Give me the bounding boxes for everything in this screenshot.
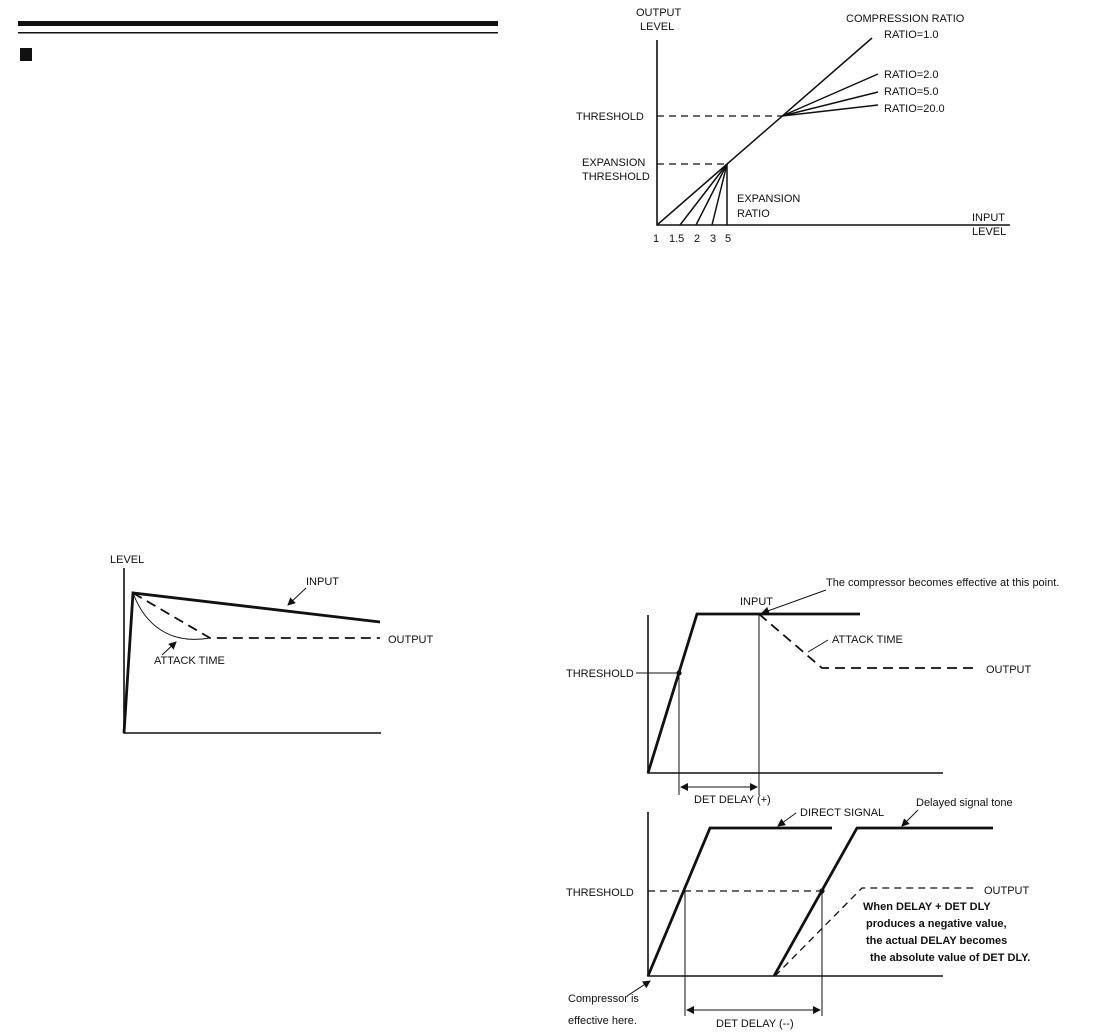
expansion-ratio-1-5-line xyxy=(679,163,728,226)
note-line-1: When DELAY + DET DLY xyxy=(863,901,991,913)
delayed-signal-line xyxy=(772,826,993,977)
ratio-1-label: RATIO=1.0 xyxy=(884,29,939,41)
note-line-2: produces a negative value, xyxy=(866,918,1007,930)
section-bullet-icon xyxy=(20,48,32,61)
expansion-threshold-label-1: EXPANSION xyxy=(582,157,645,169)
attack-time-label: ATTACK TIME xyxy=(154,655,225,667)
expansion-ratio-3-line xyxy=(711,163,728,226)
det-delay-positive-diagram: The compressor becomes effective at this… xyxy=(566,577,1059,806)
compression-ratio-diagram: OUTPUT LEVEL INPUT LEVEL THRESHOLD EXPAN… xyxy=(576,7,1010,245)
det-plus-output-label: OUTPUT xyxy=(986,664,1032,676)
det-delay-negative-diagram: DIRECT SIGNAL Delayed signal tone THRESH… xyxy=(566,797,1030,1030)
output-level-label-1: OUTPUT xyxy=(636,7,682,19)
threshold-label: THRESHOLD xyxy=(576,111,644,123)
attack-time-diagram: LEVEL INPUT OUTPUT ATTACK TIME xyxy=(110,554,434,734)
ratio-2-line xyxy=(781,73,879,117)
compressor-note-pointer xyxy=(626,980,651,997)
ratio-2-label: RATIO=2.0 xyxy=(884,69,939,81)
det-minus-output-label: OUTPUT xyxy=(984,885,1030,897)
det-plus-input-signal xyxy=(646,612,860,774)
ratio-1-line xyxy=(656,37,873,226)
direct-signal-pointer xyxy=(777,812,797,827)
attack-output-label: OUTPUT xyxy=(388,634,434,646)
expansion-tick-1: 1 xyxy=(653,233,659,245)
det-plus-delay-label: DET DELAY (+) xyxy=(694,794,771,806)
ratio-20-line xyxy=(781,104,879,117)
compressor-note-line-2: effective here. xyxy=(568,1015,637,1027)
expansion-ratio-2-line xyxy=(695,163,728,226)
output-level-label-2: LEVEL xyxy=(640,21,674,33)
input-level-label-2: LEVEL xyxy=(972,226,1006,238)
attack-output-signal xyxy=(132,592,380,639)
delayed-signal-pointer xyxy=(901,809,919,827)
level-axis-label: LEVEL xyxy=(110,554,144,566)
expansion-tick-3: 3 xyxy=(710,233,716,245)
ratio-5-line xyxy=(781,91,879,117)
expansion-ratio-label-1: EXPANSION xyxy=(737,193,800,205)
direct-signal-line xyxy=(646,826,832,977)
ratio-5-label: RATIO=5.0 xyxy=(884,86,939,98)
input-pointer-line xyxy=(287,587,307,606)
expansion-tick-5: 5 xyxy=(725,233,731,245)
det-plus-input-label: INPUT xyxy=(740,596,773,608)
expansion-tick-1-5: 1.5 xyxy=(669,233,684,245)
det-plus-output-signal xyxy=(758,613,978,669)
expansion-threshold-label-2: THRESHOLD xyxy=(582,171,650,183)
attack-time-curve xyxy=(132,592,211,640)
effective-point-pointer-line xyxy=(761,589,827,615)
det-plus-attack-pointer xyxy=(807,639,829,653)
det-minus-threshold-label: THRESHOLD xyxy=(566,887,634,899)
ratio-20-label: RATIO=20.0 xyxy=(884,103,945,115)
attack-axes xyxy=(123,568,381,734)
attack-time-pointer-line xyxy=(161,641,177,656)
attack-input-label: INPUT xyxy=(306,576,339,588)
compressor-effective-annotation: The compressor becomes effective at this… xyxy=(826,577,1059,589)
det-plus-threshold-label: THRESHOLD xyxy=(566,668,634,680)
delayed-signal-label: Delayed signal tone xyxy=(916,797,1013,809)
input-level-label-1: INPUT xyxy=(972,212,1005,224)
det-minus-delay-label: DET DELAY (--) xyxy=(716,1018,794,1030)
note-line-4: the absolute value of DET DLY. xyxy=(870,952,1030,964)
header-thick-rule xyxy=(18,21,498,26)
direct-signal-label: DIRECT SIGNAL xyxy=(800,807,884,819)
compression-ratio-title: COMPRESSION RATIO xyxy=(846,13,965,25)
header-rules xyxy=(18,21,498,61)
compressor-note-line-1: Compressor is xyxy=(568,993,639,1005)
header-thin-rule xyxy=(18,32,498,34)
note-line-3: the actual DELAY becomes xyxy=(866,935,1007,947)
det-plus-attack-time-label: ATTACK TIME xyxy=(832,634,903,646)
expansion-ratio-label-2: RATIO xyxy=(737,208,770,220)
det-minus-output-signal xyxy=(774,887,978,977)
expansion-tick-2: 2 xyxy=(694,233,700,245)
